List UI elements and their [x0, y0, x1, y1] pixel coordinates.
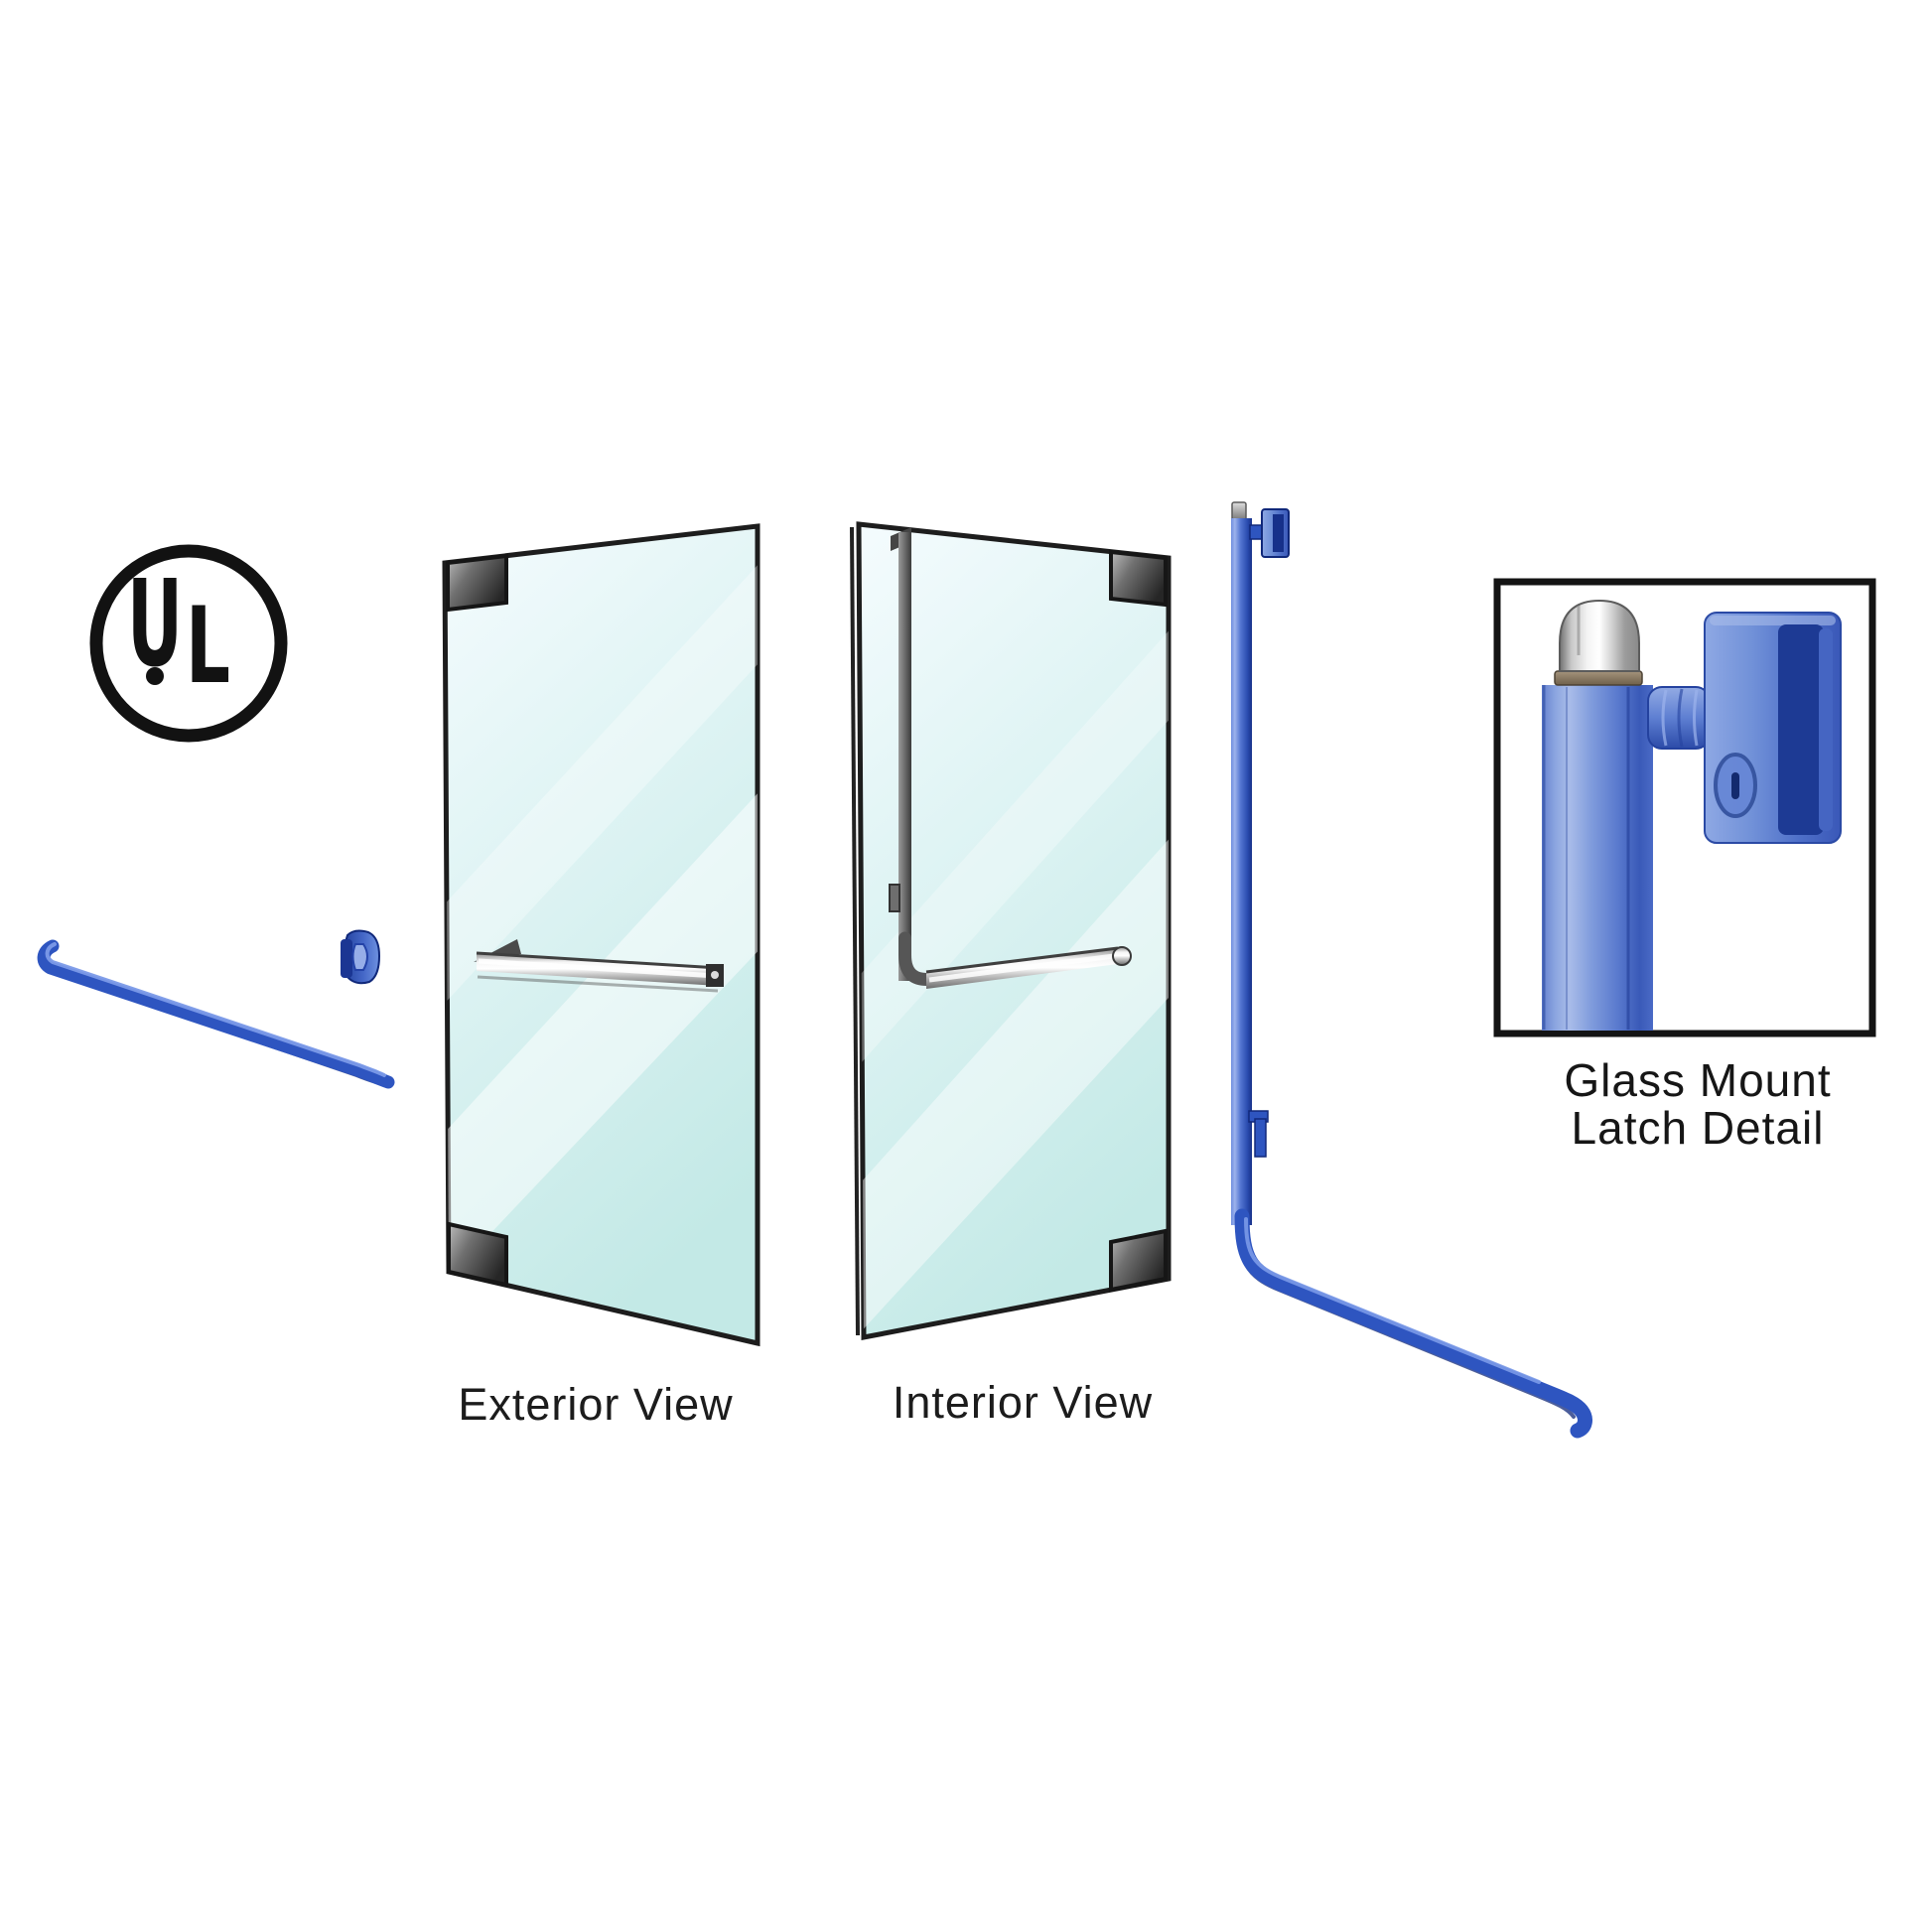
latch-handle-diagonal — [1234, 1208, 1592, 1439]
interior-handle-top-edge — [925, 946, 1119, 974]
ul-certification-mark: U L — [89, 544, 288, 743]
blue-push-bar-left — [37, 939, 395, 1089]
ul-dot — [146, 667, 164, 685]
latch-cap-inner-d — [351, 943, 368, 971]
pull-handle-shadow — [477, 975, 719, 993]
ul-circle — [89, 544, 288, 743]
interior-latch-rod-and-handle — [889, 527, 1132, 989]
inset-caption-line2: Latch Detail — [1572, 1102, 1825, 1154]
detail-bracket-top-highlight — [1710, 616, 1836, 625]
detail-bracket-inner-wall — [1819, 628, 1833, 831]
latch-cap-left-face — [341, 939, 352, 978]
patch-fitting-top-right — [1109, 549, 1168, 608]
latch-hook-tab — [1248, 1110, 1269, 1158]
pull-handle-mount-screw — [711, 971, 719, 979]
patch-fitting-bottom-left — [447, 1221, 508, 1288]
patch-fitting-bottom-right — [1109, 1228, 1168, 1293]
detail-keyhole-slot — [1731, 772, 1739, 799]
interior-door-glass — [856, 521, 1172, 1341]
detail-bracket-channel — [1778, 624, 1824, 835]
inset-caption-line1: Glass Mount — [1564, 1054, 1831, 1106]
push-bar-body — [37, 939, 395, 1089]
interior-handle-end-cap — [1112, 946, 1132, 966]
detail-chrome-dome — [1559, 599, 1640, 672]
blue-latch-cap-part — [341, 929, 381, 985]
patch-fitting-top-left — [446, 553, 508, 613]
ul-letter-l: L — [186, 585, 230, 707]
detail-cap-ring — [1554, 670, 1643, 686]
reflection-streak — [445, 536, 758, 1023]
exterior-door — [442, 523, 760, 1347]
latch-vertical-tube — [1231, 518, 1252, 1225]
pin-ridge — [1693, 689, 1699, 747]
reflection-streak — [859, 606, 1169, 1082]
exterior-pull-handle — [474, 939, 724, 993]
exterior-view-label: Exterior View — [458, 1379, 733, 1430]
push-bar-highlight — [45, 942, 386, 1077]
hook-tab-finger — [1254, 1118, 1267, 1158]
pull-handle-highlight — [478, 958, 718, 979]
detail-shaft — [1542, 685, 1653, 1031]
reflection-streak — [859, 814, 1169, 1337]
latch-handle-highlight — [1244, 1217, 1541, 1384]
interior-view-label: Interior View — [893, 1377, 1153, 1428]
interior-handle-highlight — [928, 953, 1115, 983]
blue-panic-latch-assembly — [1231, 501, 1592, 1439]
pin-ridge — [1677, 688, 1684, 748]
glass-mount-plate-slot — [1273, 514, 1284, 552]
latch-strike-tab — [889, 884, 900, 912]
pin-ridge — [1661, 689, 1668, 747]
pull-handle-top-edge — [476, 951, 720, 970]
latch-vertical-rod — [898, 532, 911, 981]
reflection-streak — [445, 764, 758, 1301]
glass-mount-latch-detail-inset — [1493, 578, 1876, 1037]
interior-door — [850, 521, 1172, 1341]
glass-edge-thickness — [850, 526, 860, 1336]
